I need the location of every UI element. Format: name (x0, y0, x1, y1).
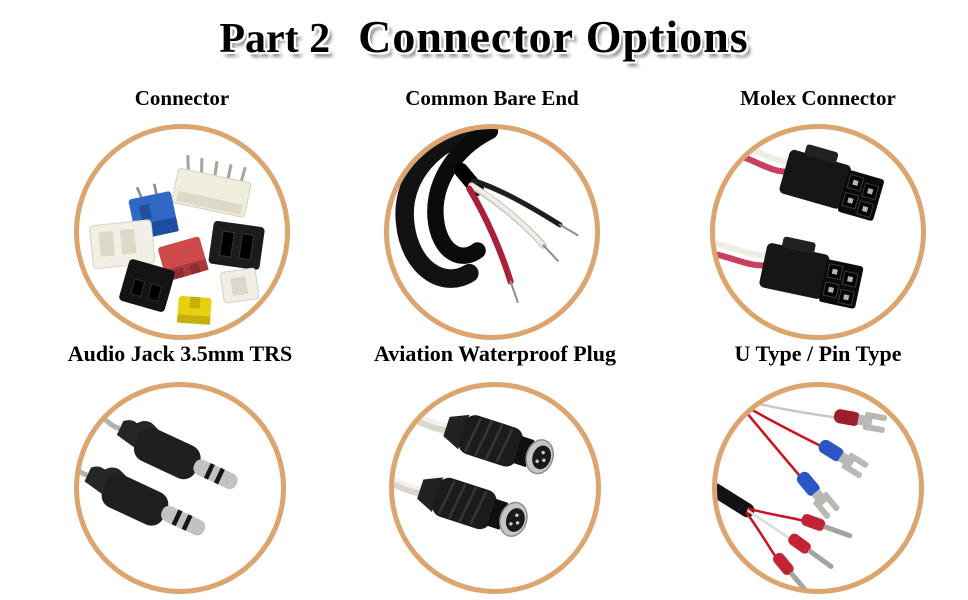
molex-plug-upper (722, 140, 884, 221)
red-connector (158, 236, 209, 282)
stripped-wires (466, 177, 579, 304)
section-heading-u-pin-type: U Type / Pin Type (734, 341, 902, 366)
page-title: Part 2 Connector Options (0, 10, 968, 63)
black-connector (119, 259, 175, 312)
title-main-label: Connector Options (358, 11, 749, 62)
audio-jack-plugs-photo (74, 382, 286, 594)
white-housing (89, 219, 156, 270)
white-pin-header (171, 154, 252, 218)
section-connector: Connector (74, 86, 290, 346)
connector-assortment-illustration (89, 154, 265, 325)
section-common-bare-end: Common Bare End (384, 86, 600, 346)
audio-jack-illustration (79, 410, 238, 536)
aviation-plugs-photo (389, 382, 601, 594)
bare-end-wires-photo (384, 124, 600, 340)
aviation-plug-illustration (394, 409, 555, 537)
section-u-pin-type: U Type / Pin Type (712, 341, 924, 600)
molex-illustration (715, 140, 884, 309)
pin-type-terminals (717, 483, 853, 589)
u-pin-terminal-illustration (717, 399, 888, 589)
molex-connectors-photo (710, 124, 926, 340)
section-molex-connector: Molex Connector (710, 86, 926, 346)
aviation-plug-upper (394, 409, 555, 475)
section-heading-aviation-plug: Aviation Waterproof Plug (374, 341, 616, 366)
section-heading-connector: Connector (134, 86, 230, 110)
title-part-label: Part 2 (219, 16, 331, 62)
u-type-terminals (744, 399, 888, 519)
black-housing (208, 220, 265, 270)
bare-end-illustration (395, 129, 579, 304)
section-heading-molex-connector: Molex Connector (740, 86, 896, 110)
section-heading-audio-jack: Audio Jack 3.5mm TRS (67, 341, 293, 366)
section-heading-common-bare-end: Common Bare End (405, 86, 579, 110)
white-small-connector (220, 267, 260, 304)
trs-plug-upper (88, 410, 238, 490)
yellow-connector (176, 295, 212, 325)
molex-plug-lower (715, 236, 864, 309)
section-audio-jack: Audio Jack 3.5mm TRS (68, 341, 292, 600)
u-and-pin-terminals-photo (712, 382, 924, 594)
aviation-plug-lower (394, 474, 528, 537)
connector-assortment-photo (74, 124, 290, 340)
trs-plug-lower (79, 458, 206, 536)
section-aviation-plug: Aviation Waterproof Plug (374, 341, 616, 600)
